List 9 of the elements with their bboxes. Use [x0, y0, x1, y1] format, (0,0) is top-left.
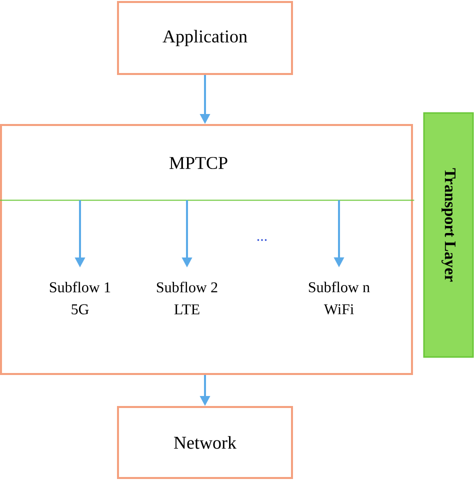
- layer-band: Transport Layer: [423, 112, 474, 358]
- process-box: Network: [117, 406, 293, 479]
- subflow-label: Subflow 1 5G: [50, 282, 110, 314]
- subflow-label: Subflow n WiFi: [308, 282, 370, 314]
- subflow-label: Subflow 2 LTE: [156, 282, 218, 314]
- layer-box: [0, 124, 413, 375]
- header-band: MPTCP: [0, 156, 415, 201]
- ellipsis: ...: [257, 239, 267, 241]
- process-box: Application: [117, 1, 293, 75]
